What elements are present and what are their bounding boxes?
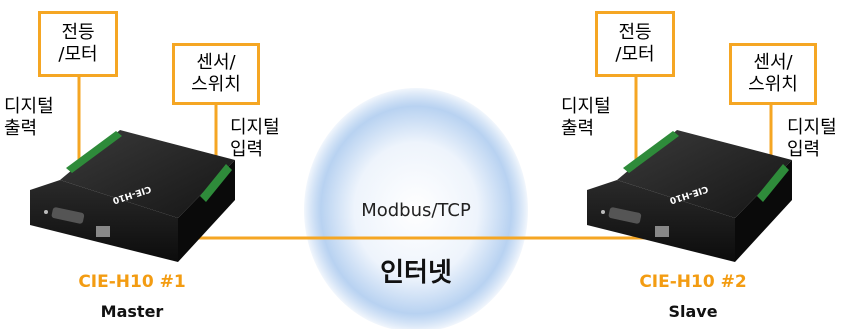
protocol-label: Modbus/TCP	[361, 200, 471, 221]
device-role-label: Master	[100, 302, 164, 321]
output-device-box: 전등 /모터	[595, 11, 675, 77]
input-device-box: 센서/ 스위치	[172, 43, 260, 105]
internet-cloud	[304, 88, 528, 329]
device-front	[587, 180, 735, 262]
device-role-label: Slave	[668, 302, 718, 321]
output-device-box: 전등 /모터	[38, 11, 118, 77]
device-top	[60, 130, 235, 218]
ethernet-port	[96, 226, 110, 237]
input-device-box: 센서/ 스위치	[729, 43, 817, 105]
terminal-block-left	[623, 131, 679, 173]
device-slave: CIE-H10	[587, 130, 792, 262]
device-side	[178, 160, 235, 262]
led-icon	[44, 210, 48, 214]
device-model-label: CIE-H10 #2	[639, 272, 747, 292]
digital-input-label: 디지털 입력	[787, 117, 837, 160]
device-master: CIE-H10	[30, 130, 235, 262]
digital-output-label: 디지털 출력	[4, 96, 54, 139]
terminal-block-right	[757, 164, 789, 202]
digital-input-label: 디지털 입력	[230, 117, 280, 160]
led-icon	[601, 210, 605, 214]
terminal-block-left	[66, 131, 122, 173]
internet-label: 인터넷	[380, 258, 452, 288]
digital-output-label: 디지털 출력	[561, 96, 611, 139]
device-front	[30, 180, 178, 262]
serial-port	[51, 207, 85, 224]
device-side	[735, 160, 792, 262]
ethernet-port	[655, 226, 669, 237]
serial-port	[608, 207, 642, 224]
device-top	[617, 130, 792, 218]
terminal-block-right	[200, 164, 232, 202]
device-model-label: CIE-H10 #1	[78, 272, 186, 292]
